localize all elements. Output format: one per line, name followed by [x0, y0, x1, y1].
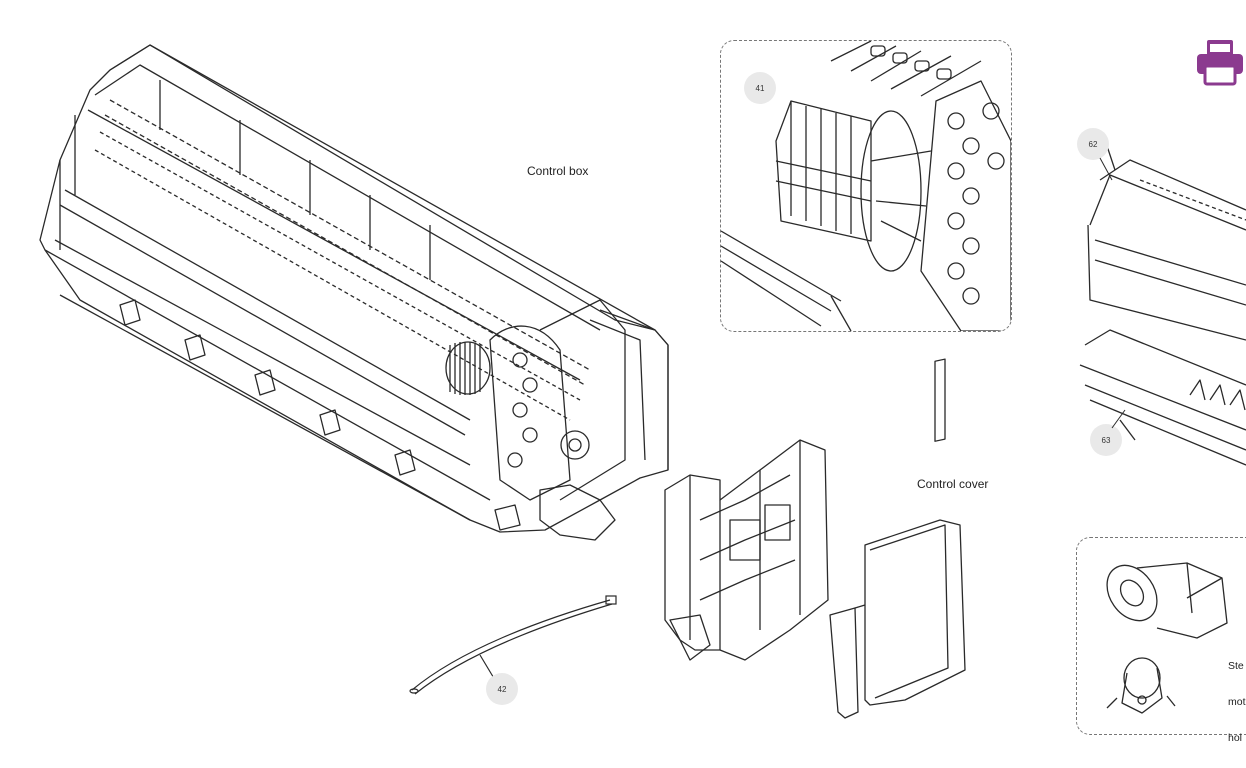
detail-view-stepper-motor	[1076, 537, 1246, 735]
stepper-motor-label-line-3: hol	[1228, 732, 1243, 744]
parts-diagram-page: Control box Control cover Ste mot hol 41…	[39, 38, 1246, 744]
printer-icon	[1197, 40, 1243, 86]
indoor-unit-drawing	[39, 44, 1246, 719]
stepper-motor-drawing	[1106, 562, 1228, 714]
stepper-motor-label-line-2: mot	[1228, 696, 1246, 708]
control-cover-label: Control cover	[917, 477, 989, 491]
callout-42: 42	[486, 673, 518, 705]
stepper-motor-label: Ste mot hol	[1228, 636, 1246, 768]
control-box-label: Control box	[527, 164, 589, 178]
callout-62: 62	[1077, 128, 1109, 160]
callout-63: 63	[1090, 424, 1122, 456]
print-button[interactable]	[1194, 38, 1246, 86]
detail-view-41	[720, 40, 1012, 332]
stepper-motor-label-line-1: Ste	[1228, 660, 1244, 672]
callout-41: 41	[744, 72, 776, 104]
motor-gear-detail-drawing	[721, 41, 1011, 331]
